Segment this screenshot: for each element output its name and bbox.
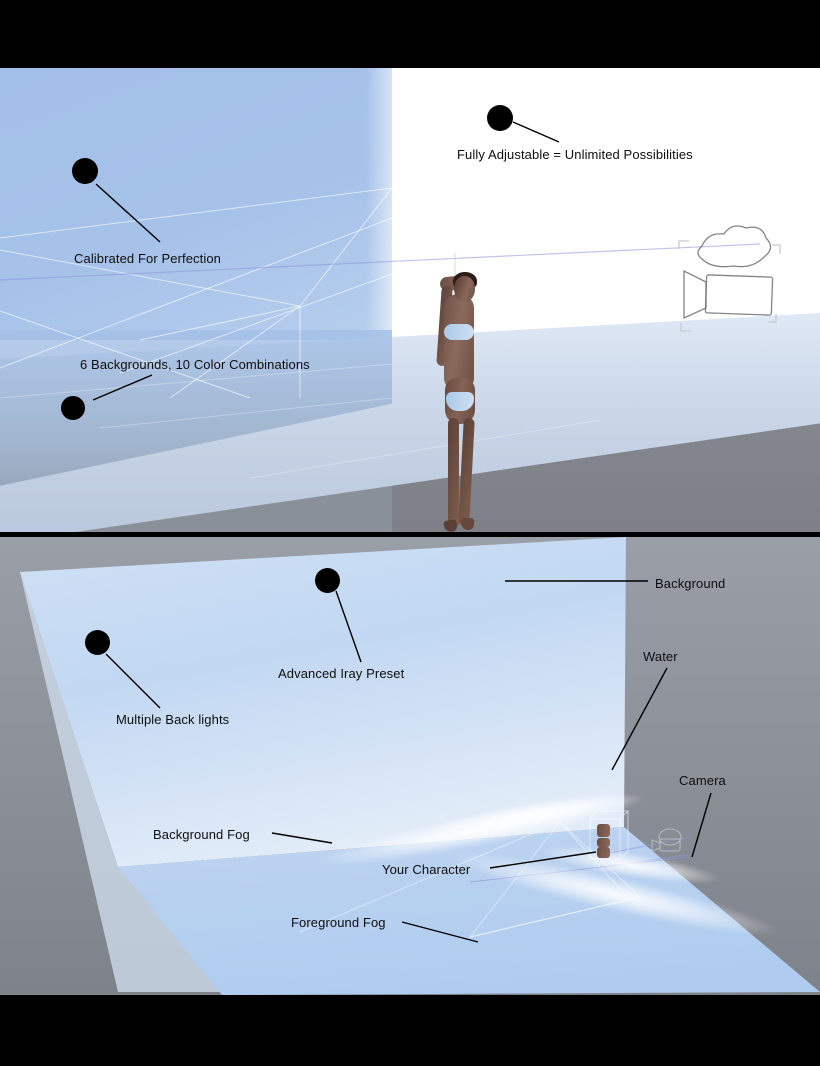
annotation-dot-backgrounds[interactable] [61, 396, 85, 420]
label-background: Background [655, 576, 726, 591]
letterbox-top [0, 0, 820, 68]
annotation-dot-calibrated[interactable] [72, 158, 98, 184]
annotation-dot-back-lights[interactable] [85, 630, 110, 655]
label-camera: Camera [679, 773, 726, 788]
label-your-character: Your Character [382, 862, 471, 877]
water-scene-panel [0, 537, 820, 995]
label-advanced-iray-preset: Advanced Iray Preset [278, 666, 405, 681]
label-water: Water [643, 649, 678, 664]
label-backgrounds-colors: 6 Backgrounds, 10 Color Combinations [80, 357, 310, 372]
blue-backdrop-left [0, 68, 392, 340]
letterbox-bottom [0, 995, 820, 1066]
backdrop-seam [392, 68, 394, 340]
label-fully-adjustable: Fully Adjustable = Unlimited Possibiliti… [457, 147, 693, 162]
label-calibrated-for-perfection: Calibrated For Perfection [74, 251, 222, 266]
label-multiple-back-lights: Multiple Back lights [116, 712, 230, 727]
annotation-dot-fully-adjustable[interactable] [487, 105, 513, 131]
panel-divider [0, 532, 820, 537]
label-foreground-fog: Foreground Fog [291, 915, 386, 930]
studio-backdrop-panel [0, 68, 820, 532]
character-figure [430, 266, 492, 532]
label-background-fog: Background Fog [153, 827, 250, 842]
annotation-dot-iray-preset[interactable] [315, 568, 340, 593]
mini-character-figure [597, 824, 610, 858]
